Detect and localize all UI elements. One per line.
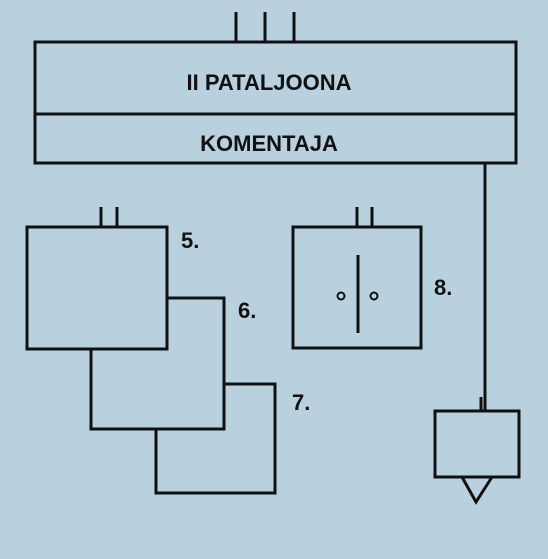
battalion-hq: II PATALJOONA KOMENTAJA xyxy=(33,12,518,165)
hq-subtitle: KOMENTAJA xyxy=(200,131,338,156)
company-6-number: 6. xyxy=(238,298,256,323)
hq-title: II PATALJOONA xyxy=(187,70,352,95)
company-5-frame xyxy=(25,225,169,351)
company-8: 8. xyxy=(291,207,452,350)
company-8-symbol-dot xyxy=(369,291,379,301)
company-7-number: 7. xyxy=(292,390,310,415)
support-unit-triangle xyxy=(460,476,494,505)
hq-frame xyxy=(33,40,518,165)
support-unit-frame xyxy=(433,409,521,479)
company-5-number: 5. xyxy=(181,228,199,253)
company-8-symbol-dot xyxy=(336,291,346,301)
support-unit xyxy=(433,397,521,505)
company-8-frame xyxy=(291,225,423,350)
company-stack: 5. 6. 7. xyxy=(25,207,310,495)
company-8-number: 8. xyxy=(434,275,452,300)
